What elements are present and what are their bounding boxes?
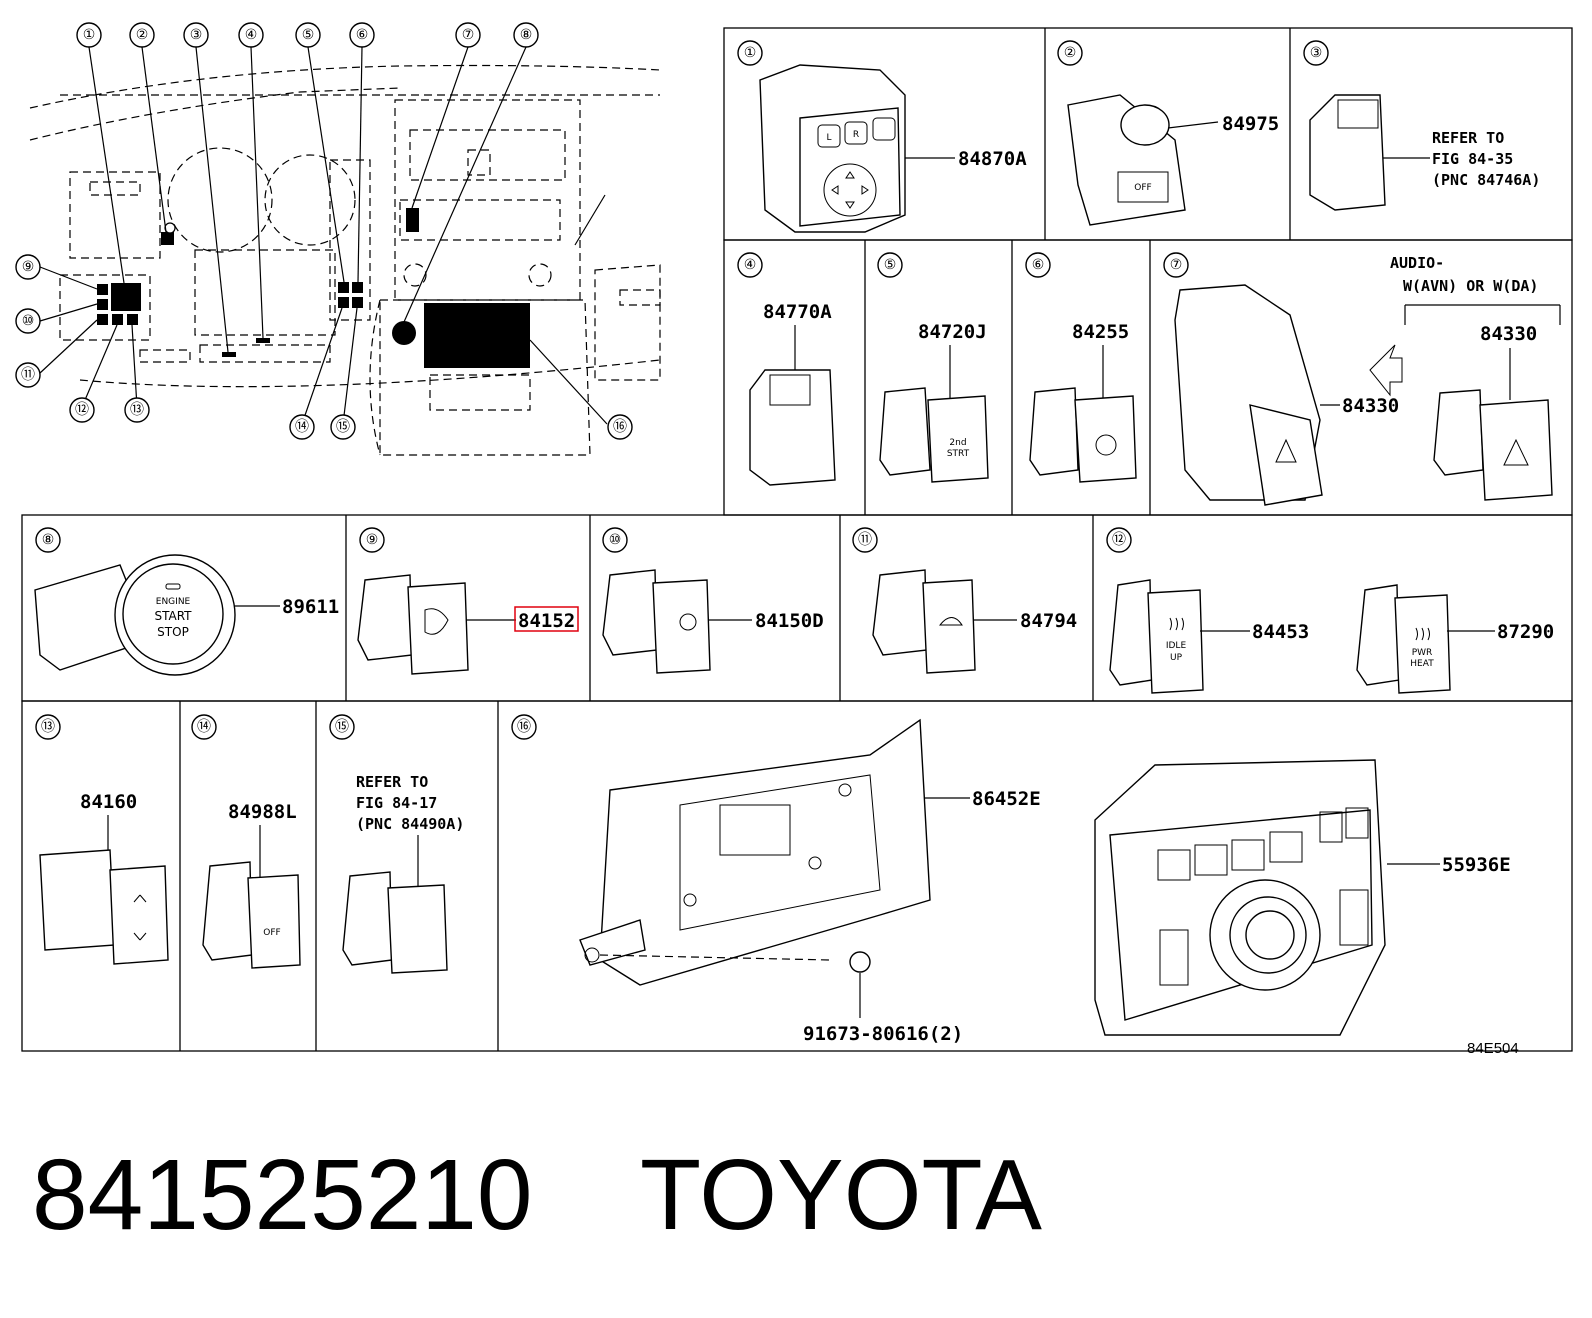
svg-text:⑥: ⑥: [1032, 257, 1045, 273]
svg-text:③: ③: [190, 27, 203, 43]
svg-text:84453: 84453: [1252, 621, 1309, 643]
svg-text:⑮: ⑮: [336, 419, 350, 435]
svg-text:PWR: PWR: [1412, 648, 1433, 658]
svg-text:⑪: ⑪: [858, 532, 872, 548]
svg-text:84794: 84794: [1020, 610, 1077, 632]
svg-text:84988L: 84988L: [228, 801, 297, 823]
cell-6-seat-heater-switch: ⑥ 84255: [1025, 252, 1137, 483]
svg-text:⑭: ⑭: [295, 419, 309, 435]
svg-text:⑩: ⑩: [22, 313, 35, 329]
dashboard-overview: [29, 46, 661, 456]
svg-text:①: ①: [744, 45, 757, 61]
figure-code: 84E504: [1467, 1040, 1519, 1057]
cell-4-connector: ④ 84770A: [737, 252, 836, 486]
svg-text:OFF: OFF: [1134, 183, 1151, 193]
cell-12-idle-up-and-pwr-heat: ⑫ IDLE UP 84453 PWR HEAT 87290: [1106, 527, 1554, 694]
svg-text:84975: 84975: [1222, 113, 1279, 135]
cell-16-climate-control: ⑯ 91673-80616(2) 86452E 55936E: [511, 714, 1511, 1045]
overview-callouts: ① ② ③ ④ ⑤ ⑥ ⑦ ⑧ ⑨ ⑩ ⑪ ⑫ ⑬ ⑭ ⑮ ⑯: [15, 22, 633, 440]
svg-text:①: ①: [83, 27, 96, 43]
svg-text:⑪: ⑪: [21, 367, 35, 383]
svg-text:R: R: [853, 130, 859, 140]
svg-text:⑫: ⑫: [1112, 532, 1126, 548]
svg-text:STOP: STOP: [157, 625, 189, 639]
cell-15-switch: ⑮ REFER TO FIG 84-17 (PNC 84490A): [329, 714, 464, 974]
svg-text:ENGINE: ENGINE: [156, 597, 191, 607]
svg-text:⑨: ⑨: [366, 532, 379, 548]
svg-text:84870A: 84870A: [958, 148, 1027, 170]
svg-text:87290: 87290: [1497, 621, 1554, 643]
svg-text:84330: 84330: [1480, 323, 1537, 345]
svg-text:84330: 84330: [1342, 395, 1399, 417]
cell-14-switch: ⑭ 84988L OFF: [191, 714, 301, 969]
svg-text:IDLE: IDLE: [1166, 641, 1187, 651]
grid-frames: [21, 27, 1573, 1052]
cell-3-connector: ③ REFER TO FIG 84-35 (PNC 84746A): [1303, 40, 1540, 211]
svg-text:START: START: [154, 609, 192, 623]
cell-13-switch: ⑬ 84160: [35, 714, 169, 965]
svg-text:W(AVN) OR W(DA): W(AVN) OR W(DA): [1403, 277, 1538, 295]
svg-text:AUDIO-: AUDIO-: [1390, 254, 1444, 272]
svg-text:FIG 84-35: FIG 84-35: [1432, 150, 1513, 168]
svg-text:(PNC 84746A): (PNC 84746A): [1432, 171, 1540, 189]
highlighted-part-number: 84152: [518, 610, 575, 632]
svg-text:STRT: STRT: [947, 449, 970, 459]
svg-text:⑧: ⑧: [520, 27, 533, 43]
svg-text:②: ②: [136, 27, 149, 43]
svg-text:⑫: ⑫: [75, 402, 89, 418]
svg-text:⑮: ⑮: [335, 719, 349, 735]
svg-text:⑦: ⑦: [462, 27, 475, 43]
svg-text:84150D: 84150D: [755, 610, 824, 632]
svg-text:⑨: ⑨: [22, 259, 35, 275]
svg-text:⑦: ⑦: [1170, 257, 1183, 273]
svg-text:REFER TO: REFER TO: [1432, 129, 1504, 147]
cell-1-mirror-switch: ① L R 84870A: [737, 40, 1027, 233]
svg-text:2nd: 2nd: [949, 438, 966, 448]
svg-text:②: ②: [1064, 45, 1077, 61]
svg-text:UP: UP: [1170, 653, 1183, 663]
svg-text:④: ④: [245, 27, 258, 43]
svg-text:⑩: ⑩: [609, 532, 622, 548]
svg-text:84255: 84255: [1072, 321, 1129, 343]
cell-8-engine-start-switch: ⑧ ENGINE START STOP 89611: [34, 527, 339, 676]
svg-text:REFER TO: REFER TO: [356, 773, 428, 791]
svg-text:55936E: 55936E: [1442, 854, 1511, 876]
svg-text:84770A: 84770A: [763, 301, 832, 323]
svg-text:⑬: ⑬: [130, 402, 144, 418]
svg-text:③: ③: [1310, 45, 1323, 61]
svg-text:⑥: ⑥: [356, 27, 369, 43]
footer-part-number: 841525210: [32, 1139, 533, 1251]
cell-10-wiper-switch: ⑩ 84150D: [602, 527, 824, 674]
cell-5-2nd-start-switch: ⑤ 84720J 2nd STRT: [877, 252, 989, 483]
cell-7-hazard-switch: ⑦ AUDIO- W(AVN) OR W(DA) 84330 84330: [1163, 252, 1561, 506]
svg-text:86452E: 86452E: [972, 788, 1041, 810]
svg-text:FIG 84-17: FIG 84-17: [356, 794, 437, 812]
svg-text:⑤: ⑤: [884, 257, 897, 273]
svg-text:L: L: [826, 133, 831, 143]
svg-text:OFF: OFF: [263, 928, 280, 938]
svg-text:HEAT: HEAT: [1410, 659, 1434, 669]
svg-text:⑭: ⑭: [197, 719, 211, 735]
svg-text:⑤: ⑤: [302, 27, 315, 43]
svg-text:84720J: 84720J: [918, 321, 987, 343]
svg-text:⑧: ⑧: [42, 532, 55, 548]
svg-text:⑬: ⑬: [41, 719, 55, 735]
svg-text:⑯: ⑯: [613, 419, 627, 435]
footer-brand: TOYOTA: [640, 1139, 1042, 1251]
svg-text:89611: 89611: [282, 596, 339, 618]
svg-text:④: ④: [744, 257, 757, 273]
svg-text:⑯: ⑯: [517, 719, 531, 735]
cell-9-headlamp-leveling-switch[interactable]: ⑨ 84152: [357, 527, 579, 675]
svg-text:91673-80616(2): 91673-80616(2): [803, 1023, 963, 1045]
svg-text:(PNC 84490A): (PNC 84490A): [356, 815, 464, 833]
highlight-box: [514, 606, 579, 632]
cell-2-dimmer-switch: ② OFF 84975: [1057, 40, 1279, 226]
cell-11-rear-defogger-switch: ⑪ 84794: [852, 527, 1077, 674]
svg-text:84160: 84160: [80, 791, 137, 813]
